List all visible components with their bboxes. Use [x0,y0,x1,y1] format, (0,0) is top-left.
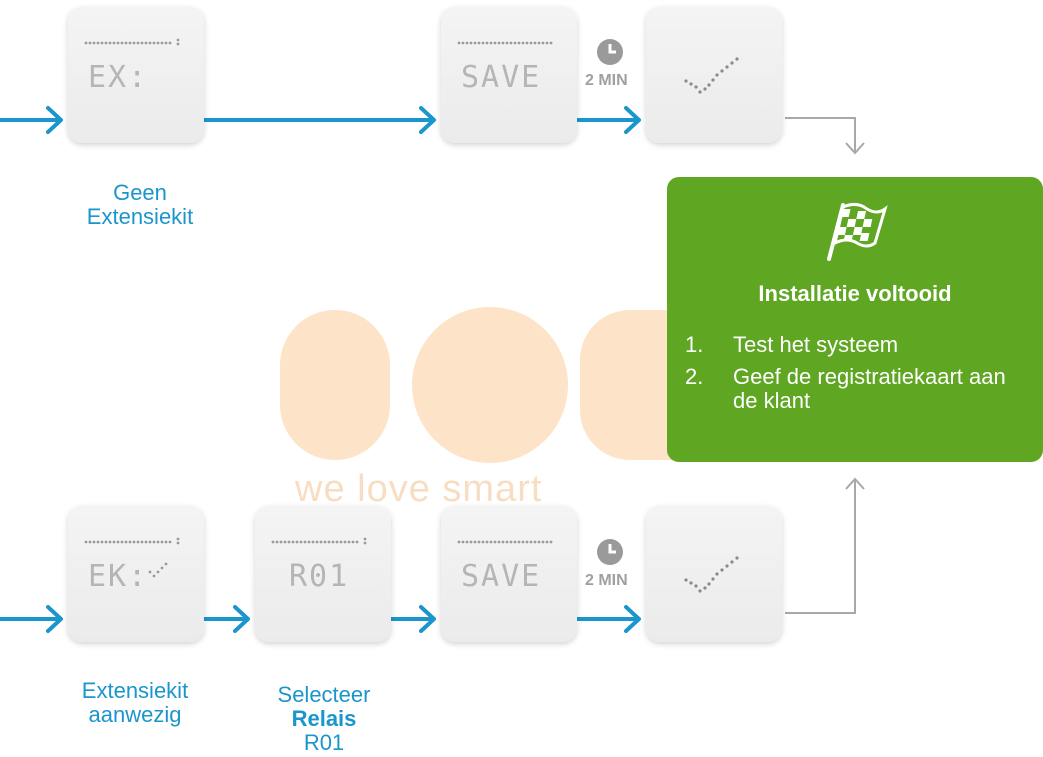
dot-matrix-display-save: SAVE [457,540,553,594]
label-geen-extensiekit: Geen Extensiekit [60,181,220,229]
device-ext-ok-bottom: EK: [68,506,204,642]
label-line: Extensiekit [81,678,189,703]
list-item: 2. Geef de registratiekaart aan de klant [685,365,1035,413]
watermark-text: we love smart [295,468,543,510]
label-selecteer-relais: Selecteer Relais R01 [244,683,404,755]
checkmark-icon [684,57,739,94]
label-line: Geen [113,180,167,205]
svg-text:R01: R01 [289,559,349,594]
device-ext-top: EX: [68,7,204,143]
label-line: aanwezig [88,702,182,727]
display-top-bar [271,537,367,545]
label-extensiekit-aanwezig: Extensiekit aanwezig [55,679,215,727]
step-number: 1. [685,332,704,357]
display-top-bar [457,540,553,544]
clock-icon [597,39,623,65]
label-line: R01 [303,730,345,755]
gray-arrowhead-up [845,477,865,490]
gray-connector-bottom [785,480,856,614]
checkmark-icon [684,556,739,593]
panel-title: Installatie voltooid [758,281,952,306]
svg-text:SAVE: SAVE [461,60,541,95]
gray-arrowhead-down [845,142,865,155]
display-top-bar [84,537,180,545]
timer-label-top: 2 MIN [585,72,628,89]
timer-label-bottom: 2 MIN [585,572,628,589]
gray-connector-top [785,117,856,152]
device-r01-bottom: R01 [255,506,391,642]
device-done-top [646,7,782,143]
installation-complete-panel: Installatie voltooid 1. Test het systeem… [667,177,1043,462]
list-item: 1. Test het systeem [685,333,1035,357]
label-line: Extensiekit [86,204,194,229]
step-text: Geef de registratiekaart aan de klant [733,364,1006,413]
arrow-bottom-1-head [233,605,250,633]
arrow-in-bottom-head [46,605,63,633]
device-done-bottom [646,506,782,642]
clock-icon [597,539,623,565]
label-line: Selecteer [277,682,371,707]
arrow-bottom-3-head [624,605,641,633]
dot-matrix-display-r01: R01 [271,537,367,594]
display-top-bar [457,41,553,45]
device-save-bottom: SAVE [441,506,577,642]
arrow-bottom-2-head [419,605,436,633]
steps-list: 1. Test het systeem 2. Geef de registrat… [685,333,1035,421]
step-number: 2. [685,364,704,389]
dot-matrix-display-ext: EX: [84,38,180,95]
device-save-top: SAVE [441,7,577,143]
checkered-flag-icon [827,202,888,261]
step-text: Test het systeem [733,332,899,357]
svg-text:SAVE: SAVE [461,559,541,594]
arrow-top-1-head [419,106,436,134]
arrow-top-2-head [624,106,641,134]
dot-matrix-display-save: SAVE [457,41,553,95]
display-top-bar [84,38,180,46]
svg-text:EK:: EK: [88,559,148,594]
dot-matrix-display-ext-ok: EK: [84,537,180,594]
label-line-bold: Relais [291,706,357,731]
arrow-in-top-head [46,106,63,134]
svg-text:EX:: EX: [88,60,148,95]
